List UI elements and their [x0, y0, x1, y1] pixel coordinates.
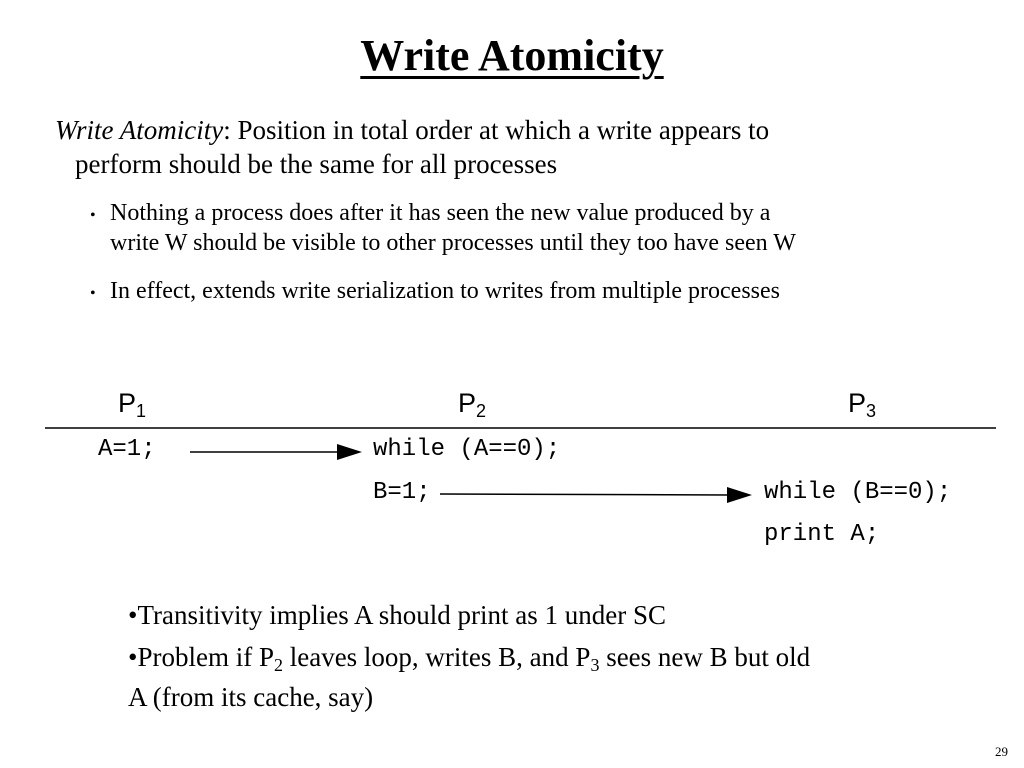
page-number: 29 [995, 744, 1008, 759]
bullet-1-line-1: Nothing a process does after it has seen… [110, 200, 771, 226]
code-p3-print-a: print A; [764, 521, 880, 548]
slide-title: Write Atomicity [360, 31, 664, 80]
arrow-b-write-shaft [439, 493, 731, 496]
code-p1-write-a: A=1; [98, 436, 156, 463]
definition-line-1: Write Atomicity: Position in total order… [55, 115, 769, 146]
definition-text-2: perform should be the same for all proce… [75, 149, 558, 179]
definition-text-1: : Position in total order at which a wri… [223, 115, 770, 145]
bullet-marker: • [90, 285, 96, 302]
code-p2-wait-a: while (A==0); [373, 436, 561, 463]
definition-term: Write Atomicity [55, 115, 224, 145]
arrow-b-write-head [727, 487, 752, 503]
code-p3-wait-b: while (B==0); [764, 479, 952, 506]
bullet-2-line-1: In effect, extends write serialization t… [110, 278, 781, 304]
processor-label-p3: P3 [848, 388, 877, 421]
processor-label-p2: P2 [458, 388, 487, 421]
note-line-2: •Problem if P2 leaves loop, writes B, an… [128, 642, 811, 675]
arrow-a-write-head [337, 444, 362, 460]
bullet-marker: • [90, 207, 96, 224]
note-line-3: A (from its cache, say) [128, 682, 374, 712]
note-line-1: •Transitivity implies A should print as … [128, 600, 666, 630]
code-p2-write-b: B=1; [373, 479, 431, 506]
processor-label-p1: P1 [118, 388, 147, 421]
bullet-1-line-2: write W should be visible to other proce… [110, 230, 796, 256]
